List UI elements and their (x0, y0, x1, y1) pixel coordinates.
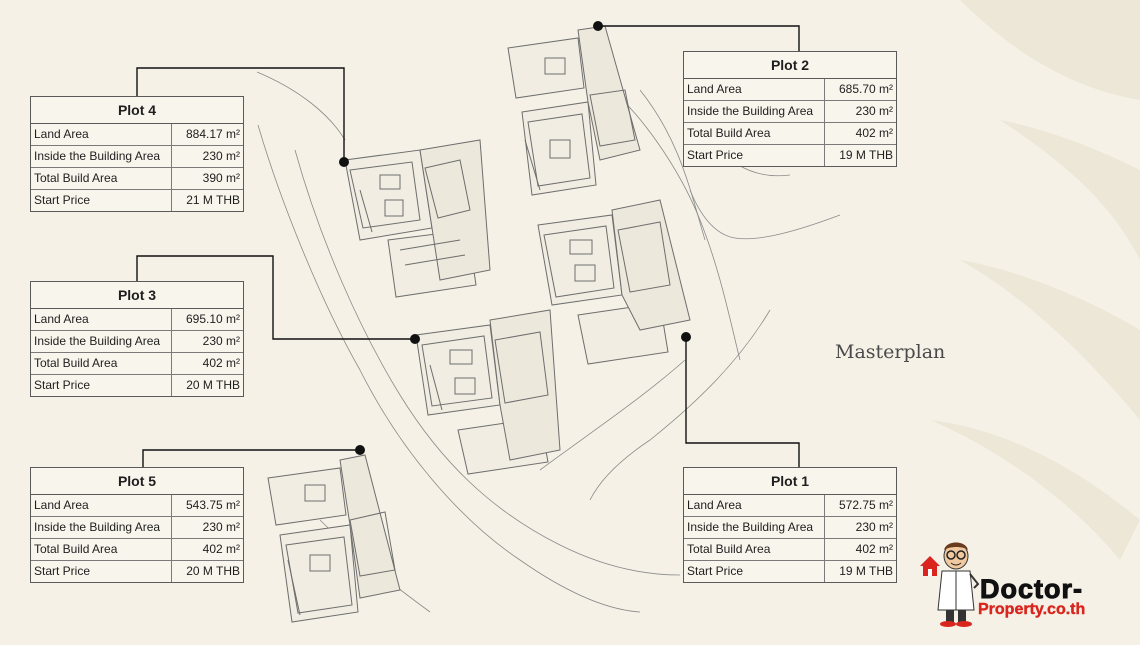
table-row: Start Price 20 M THB (31, 375, 243, 396)
row-value: 230 m² (202, 149, 240, 163)
table-row: Inside the Building Area 230 m² (684, 101, 896, 123)
row-label: Inside the Building Area (31, 517, 172, 538)
leader-line-plot-5 (142, 449, 360, 468)
row-label: Inside the Building Area (31, 331, 172, 352)
table-row: Land Area 572.75 m² (684, 495, 896, 517)
plot-4-info-table: Plot 4 Land Area 884.17 m² Inside the Bui… (30, 96, 244, 212)
table-row: Inside the Building Area 230 m² (31, 331, 243, 353)
table-row: Land Area 884.17 m² (31, 124, 243, 146)
plot-2-info-table: Plot 2 Land Area 685.70 m² Inside the Bui… (683, 51, 897, 167)
table-row: Start Price 20 M THB (31, 561, 243, 582)
plot-5-info-table: Plot 5 Land Area 543.75 m² Inside the Bui… (30, 467, 244, 583)
row-label: Start Price (684, 145, 825, 166)
row-label: Land Area (31, 309, 172, 330)
row-label: Total Build Area (684, 539, 825, 560)
table-row: Total Build Area 402 m² (684, 539, 896, 561)
leader-line-plot-3 (136, 255, 414, 340)
row-value: 572.75 m² (838, 498, 893, 512)
plot-title: Plot 1 (684, 468, 896, 495)
doctor-mascot-icon (920, 542, 980, 627)
plot-title: Plot 2 (684, 52, 896, 79)
row-value: 695.10 m² (185, 312, 240, 326)
row-label: Land Area (31, 124, 172, 145)
building-plot-1 (537, 199, 691, 365)
row-label: Inside the Building Area (684, 101, 825, 122)
row-label: Start Price (684, 561, 825, 582)
plot-marker-dots (339, 21, 691, 455)
plot-title: Plot 3 (31, 282, 243, 309)
table-row: Land Area 543.75 m² (31, 495, 243, 517)
leader-line-plot-4 (136, 67, 345, 161)
plot-leader-lines (136, 25, 800, 468)
leader-line-plot-2 (598, 25, 800, 52)
row-value: 20 M THB (186, 564, 240, 578)
table-row: Start Price 19 M THB (684, 561, 896, 582)
logo-text-property: Property.co.th (978, 601, 1086, 618)
plot-1-info-table: Plot 1 Land Area 572.75 m² Inside the Bui… (683, 467, 897, 583)
table-row: Total Build Area 390 m² (31, 168, 243, 190)
row-value: 685.70 m² (838, 82, 893, 96)
marker-dot-plot-1 (681, 332, 691, 342)
row-label: Total Build Area (31, 539, 172, 560)
table-row: Total Build Area 402 m² (31, 539, 243, 561)
road-outline (256, 71, 841, 613)
plot-3-info-table: Plot 3 Land Area 695.10 m² Inside the Bui… (30, 281, 244, 397)
row-label: Total Build Area (684, 123, 825, 144)
row-label: Land Area (684, 495, 825, 516)
row-value: 19 M THB (839, 564, 893, 578)
row-label: Land Area (31, 495, 172, 516)
row-label: Start Price (31, 561, 172, 582)
table-row: Total Build Area 402 m² (684, 123, 896, 145)
row-value: 19 M THB (839, 148, 893, 162)
row-value: 543.75 m² (185, 498, 240, 512)
row-label: Start Price (31, 190, 172, 211)
row-label: Total Build Area (31, 168, 172, 189)
row-value: 230 m² (202, 520, 240, 534)
row-label: Total Build Area (31, 353, 172, 374)
marker-dot-plot-4 (339, 157, 349, 167)
building-plot-2 (507, 25, 641, 196)
table-row: Inside the Building Area 230 m² (31, 517, 243, 539)
row-value: 230 m² (202, 334, 240, 348)
row-value: 402 m² (855, 542, 893, 556)
row-label: Start Price (31, 375, 172, 396)
table-row: Land Area 695.10 m² (31, 309, 243, 331)
row-value: 21 M THB (186, 193, 240, 207)
row-value: 230 m² (855, 104, 893, 118)
row-label: Inside the Building Area (31, 146, 172, 167)
row-value: 402 m² (202, 542, 240, 556)
leader-line-plot-1 (685, 337, 800, 468)
table-row: Start Price 19 M THB (684, 145, 896, 166)
table-row: Inside the Building Area 230 m² (684, 517, 896, 539)
row-value: 884.17 m² (185, 127, 240, 141)
table-row: Start Price 21 M THB (31, 190, 243, 211)
plot-title: Plot 5 (31, 468, 243, 495)
building-plot-3 (415, 309, 561, 475)
building-plot-5 (267, 454, 401, 623)
building-plot-4 (344, 139, 491, 298)
logo-text-doctor: Doctor- (980, 574, 1083, 605)
marker-dot-plot-5 (355, 445, 365, 455)
row-value: 390 m² (202, 171, 240, 185)
table-row: Land Area 685.70 m² (684, 79, 896, 101)
row-label: Land Area (684, 79, 825, 100)
masterplan-title: Masterplan (835, 341, 946, 363)
row-value: 402 m² (855, 126, 893, 140)
doctor-property-logo[interactable]: Doctor- Property.co.th (918, 538, 1130, 630)
marker-dot-plot-2 (593, 21, 603, 31)
marker-dot-plot-3 (410, 334, 420, 344)
row-value: 402 m² (202, 356, 240, 370)
row-value: 230 m² (855, 520, 893, 534)
table-row: Inside the Building Area 230 m² (31, 146, 243, 168)
row-label: Inside the Building Area (684, 517, 825, 538)
table-row: Total Build Area 402 m² (31, 353, 243, 375)
leaf-shadow-decoration (930, 0, 1140, 560)
plot-title: Plot 4 (31, 97, 243, 124)
row-value: 20 M THB (186, 378, 240, 392)
